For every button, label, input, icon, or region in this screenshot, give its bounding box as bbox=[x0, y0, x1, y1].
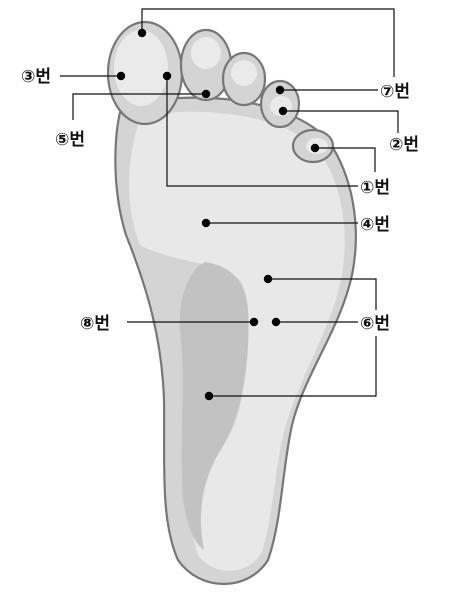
point-little-toe-dot bbox=[311, 144, 319, 152]
label-point-5: ⑤번 bbox=[55, 130, 85, 150]
foot-illustration bbox=[108, 22, 356, 584]
label-point-8: ⑧번 bbox=[80, 314, 110, 334]
point-4-dot bbox=[202, 219, 210, 227]
point-7-dot-fourth-toe bbox=[276, 86, 284, 94]
label-point-3: ③번 bbox=[21, 67, 51, 87]
label-point-1: ①번 bbox=[360, 178, 390, 198]
point-2-dot bbox=[279, 107, 287, 115]
point-1-dot bbox=[163, 72, 171, 80]
point-3-dot bbox=[117, 72, 125, 80]
label-point-7: ⑦번 bbox=[380, 82, 410, 102]
point-6-dot-lower bbox=[205, 392, 213, 400]
label-point-2: ②번 bbox=[389, 135, 419, 155]
point-7-dot-toe bbox=[138, 29, 146, 37]
point-6-dot-upper bbox=[264, 275, 272, 283]
point-8-dot bbox=[250, 318, 258, 326]
label-point-6: ⑥번 bbox=[360, 314, 390, 334]
point-6-dot-middle bbox=[272, 318, 280, 326]
third-toe-highlight bbox=[231, 60, 257, 86]
point-5-dot bbox=[202, 90, 210, 98]
second-toe-highlight bbox=[191, 37, 221, 69]
label-point-4: ④번 bbox=[360, 215, 390, 235]
